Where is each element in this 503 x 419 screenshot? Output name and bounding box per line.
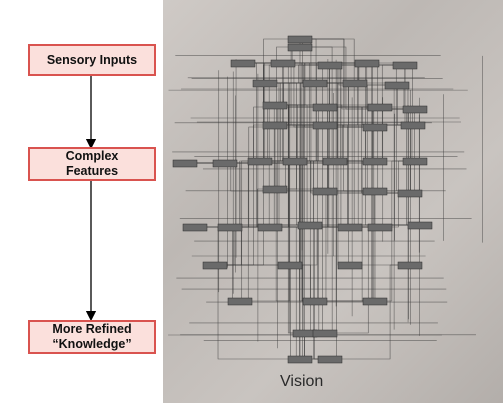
network-connection: [260, 124, 413, 162]
network-node: [367, 223, 393, 232]
network-node: [262, 121, 288, 130]
sensory-inputs-box: Sensory Inputs: [28, 44, 156, 76]
network-connection: [195, 226, 330, 360]
network-connection: [225, 162, 315, 302]
network-connection: [260, 104, 275, 162]
network-node: [384, 81, 410, 90]
network-connection: [300, 38, 380, 108]
network-node: [312, 187, 338, 196]
vision-hierarchy-photo: Vision: [163, 0, 503, 403]
network-node: [337, 223, 363, 232]
network-node: [337, 261, 363, 270]
network-node: [400, 121, 426, 130]
network-node: [397, 261, 423, 270]
network-node: [317, 355, 343, 364]
network-connection: [260, 64, 330, 162]
network-node: [182, 223, 208, 232]
network-connection: [405, 64, 413, 126]
network-node: [257, 223, 283, 232]
network-node: [362, 187, 388, 196]
network-node: [252, 79, 278, 88]
network-connection: [230, 188, 275, 228]
network-node: [302, 297, 328, 306]
network-node: [277, 261, 303, 270]
refined-knowledge-label-line2: “Knowledge”: [52, 337, 132, 351]
network-node: [287, 355, 313, 364]
network-connection: [265, 82, 305, 334]
network-connection: [260, 64, 330, 162]
network-node: [402, 157, 428, 166]
network-node: [270, 59, 296, 68]
network-node: [367, 103, 393, 112]
network-node: [287, 43, 313, 52]
network-node: [362, 123, 388, 132]
network-connection: [290, 264, 300, 360]
network-node: [287, 35, 313, 44]
network-node: [202, 261, 228, 270]
network-node: [362, 297, 388, 306]
network-node: [302, 79, 328, 88]
network-node: [297, 221, 323, 230]
network-node: [407, 221, 433, 230]
network-connection: [283, 62, 375, 128]
network-connection: [275, 124, 350, 228]
network-node: [312, 103, 338, 112]
network-node: [262, 185, 288, 194]
complex-features-label-line2: Features: [65, 164, 119, 178]
network-node: [230, 59, 256, 68]
network-connection: [215, 124, 325, 266]
network-connection: [185, 124, 413, 164]
vision-network-diagram: [168, 35, 483, 364]
network-connection: [215, 264, 375, 302]
network-node: [392, 61, 418, 70]
vision-caption: Vision: [280, 373, 324, 390]
network-node: [227, 297, 253, 306]
network-node: [397, 189, 423, 198]
network-node: [217, 223, 243, 232]
network-connection: [230, 226, 240, 302]
refined-knowledge-label-line1: More Refined: [52, 322, 132, 336]
network-node: [322, 157, 348, 166]
network-connection: [240, 160, 260, 302]
network-connection: [350, 190, 375, 228]
network-connection: [295, 160, 315, 302]
network-connection: [315, 300, 325, 334]
network-node: [402, 105, 428, 114]
network-node: [312, 121, 338, 130]
complex-features-label-line1: Complex: [65, 149, 119, 163]
network-node: [317, 61, 343, 70]
network-connection: [325, 84, 397, 192]
network-connection: [230, 226, 330, 360]
network-connection: [270, 226, 300, 360]
sensory-inputs-label: Sensory Inputs: [46, 52, 138, 67]
network-node: [212, 159, 238, 168]
network-node: [354, 59, 380, 68]
network-node: [247, 157, 273, 166]
network-connection: [295, 64, 405, 162]
network-connection: [325, 190, 375, 302]
flow-arrows: [85, 76, 97, 322]
network-node: [262, 101, 288, 110]
network-node: [362, 157, 388, 166]
network-connection: [295, 106, 325, 162]
network-connection: [260, 64, 330, 162]
refined-knowledge-box: More Refined “Knowledge”: [28, 320, 156, 354]
complex-features-box: Complex Features: [28, 147, 156, 181]
network-node: [172, 159, 198, 168]
network-connection: [275, 104, 335, 162]
network-connection: [240, 160, 260, 302]
network-node: [282, 157, 308, 166]
network-connection: [330, 64, 350, 228]
network-connection: [330, 264, 410, 360]
network-node: [342, 79, 368, 88]
network-connection: [330, 64, 375, 162]
network-connection: [185, 106, 325, 164]
network-node: [312, 329, 338, 338]
